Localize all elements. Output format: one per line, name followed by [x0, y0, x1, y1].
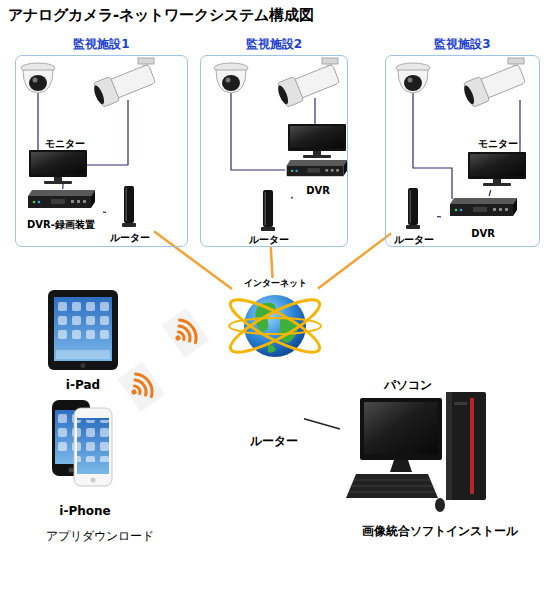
- tablet-node: i-Pad: [40, 286, 126, 392]
- camera-wire: [231, 93, 285, 170]
- router-node: ルーター: [244, 372, 304, 448]
- dvr-node: DVR: [441, 196, 525, 240]
- device-label: i-Phone: [59, 504, 110, 518]
- camera-wire: [87, 100, 128, 165]
- dvr-icon: [450, 198, 517, 216]
- phone-node: i-Phone: [45, 394, 125, 518]
- dvr-node: DVR: [289, 157, 347, 197]
- monitor-icon: [468, 152, 526, 186]
- camera-wire: [37, 93, 38, 150]
- device-label: モニター: [478, 138, 518, 150]
- camera-wire: [519, 100, 520, 152]
- dome-camera: [21, 63, 55, 93]
- internet-node: インターネット: [232, 278, 318, 364]
- dvr-node: DVR-録画装置: [19, 189, 103, 231]
- facility-heading: 監視施設1: [16, 37, 187, 51]
- bullet-camera: [461, 58, 527, 108]
- device-label: i-Pad: [66, 378, 100, 392]
- dvr-icon: [287, 160, 347, 176]
- facility-heading: 監視施設3: [386, 37, 539, 51]
- video-cable: [103, 212, 106, 213]
- device-label: パソコン: [384, 378, 432, 392]
- bullet-camera: [275, 58, 341, 108]
- device-label: インターネット: [244, 278, 307, 289]
- video-cable: [489, 190, 491, 196]
- device-label: ルーター: [249, 234, 289, 246]
- video-cable: [62, 184, 64, 189]
- facility-box: 監視施設1モニターDVR-録画装置ルーター: [15, 55, 188, 247]
- camera-wire: [314, 98, 315, 124]
- router-node: ルーター: [391, 186, 437, 246]
- monitor-icon: [288, 124, 346, 158]
- pc-icon: [346, 392, 486, 512]
- globe-icon: [225, 291, 326, 361]
- device-label: DVR: [471, 228, 495, 240]
- device-label: ルーター: [394, 234, 434, 246]
- router-icon: [406, 188, 420, 229]
- lan-cable: [304, 419, 340, 429]
- ipad-icon: [48, 290, 118, 370]
- facility-heading: 監視施設2: [201, 37, 347, 51]
- diagram-title: アナログカメラ-ネットワークシステム構成図: [8, 6, 314, 25]
- device-label: DVR-録画装置: [27, 219, 95, 231]
- monitor-node: モニター: [464, 138, 532, 190]
- device-label: ルーター: [110, 232, 150, 244]
- caption-label: アプリダウンロード: [25, 528, 175, 545]
- video-cable: [437, 216, 441, 217]
- router-icon: [122, 186, 136, 227]
- dome-camera: [396, 63, 430, 93]
- router-icon: [261, 190, 275, 231]
- facility-box: 監視施設3モニターDVRルーター: [385, 55, 540, 247]
- camera-wires: [38, 93, 520, 199]
- internet-link: [154, 231, 232, 289]
- bullet-camera: [91, 58, 157, 108]
- internet-link: [271, 246, 273, 278]
- facility-box: 監視施設2DVRルーター: [200, 55, 348, 247]
- router-node: ルーター: [247, 186, 291, 246]
- device-label: ルーター: [250, 434, 298, 448]
- dvr-icon: [28, 190, 95, 208]
- monitor-node: モニター: [29, 138, 101, 184]
- monitor-icon: [29, 150, 87, 184]
- internet-link: [318, 233, 391, 288]
- dome-camera: [214, 63, 248, 93]
- iphone-icon: [52, 400, 112, 486]
- device-label: DVR: [306, 185, 330, 197]
- router-node: ルーター: [106, 183, 154, 244]
- wifi-symbol: [162, 308, 210, 358]
- camera-wire: [413, 93, 452, 199]
- pc-node: パソコン画像統合ソフトインストール: [340, 378, 540, 538]
- device-label: 画像統合ソフトインストール: [362, 524, 518, 538]
- video-cable: [291, 197, 293, 198]
- wifi-symbol: [118, 362, 166, 412]
- device-label: モニター: [45, 138, 85, 150]
